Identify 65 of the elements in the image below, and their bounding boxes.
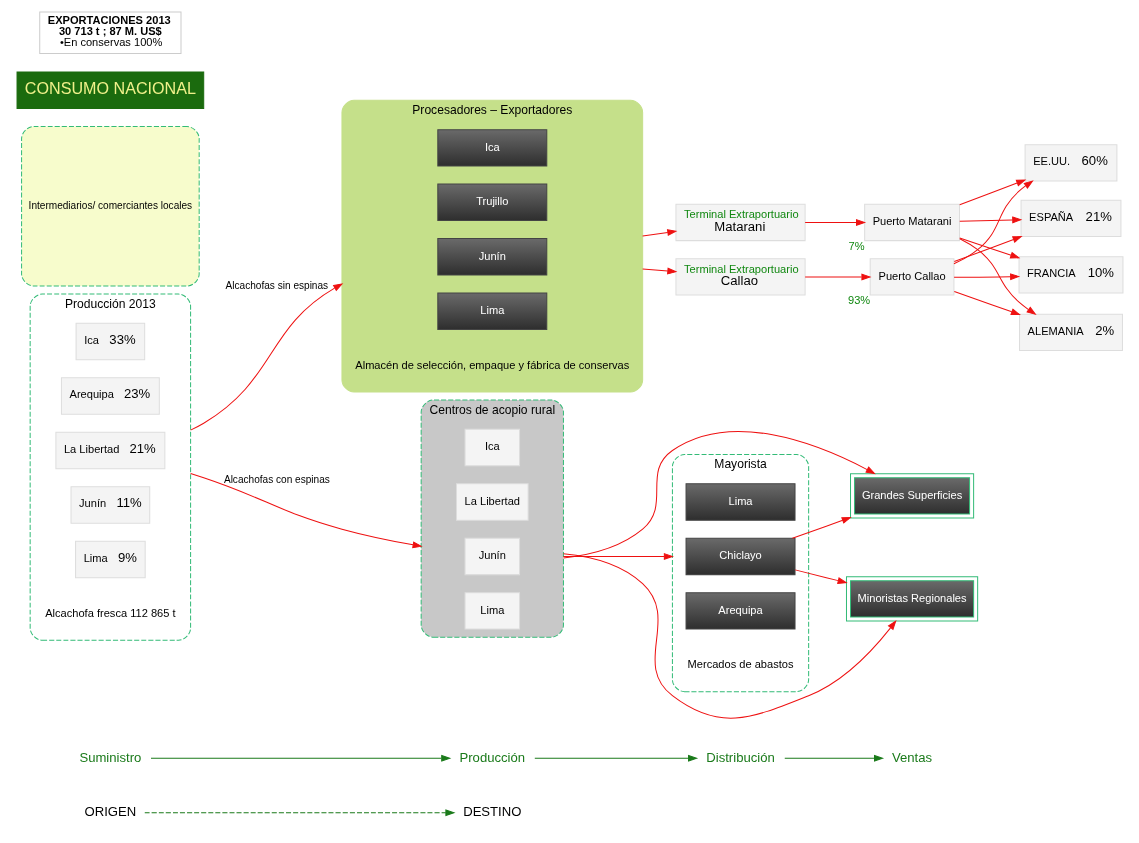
node-box: ALEMANIA 2% bbox=[1018, 313, 1123, 352]
node-text: Suministro bbox=[78, 749, 141, 765]
arrow bbox=[533, 754, 698, 762]
arrow bbox=[958, 179, 1026, 206]
node-box: Grandes Superficies bbox=[849, 473, 974, 519]
arrow bbox=[562, 553, 897, 719]
edge-label: Alcachofas con espinas bbox=[223, 473, 330, 485]
node-box: Junín bbox=[464, 537, 520, 576]
node-box: Trujillo bbox=[436, 183, 547, 221]
node-box: Lima bbox=[685, 483, 796, 521]
node-label: Mercados de abastos bbox=[687, 658, 793, 671]
node-text: Producción bbox=[459, 749, 525, 765]
node-text: Distribución bbox=[705, 749, 775, 765]
node-box: Junín 11% bbox=[70, 486, 150, 524]
node-box: Puerto Matarani bbox=[863, 203, 960, 242]
node-box: EE.UU. 60% bbox=[1024, 144, 1117, 182]
arrow bbox=[791, 517, 852, 539]
edge-label: Alcachofas sin espinas bbox=[225, 280, 328, 292]
node-box: Lima bbox=[464, 592, 520, 630]
node-box: Ica bbox=[464, 428, 520, 467]
node-box: Terminal Extraportuario Callao bbox=[674, 258, 806, 296]
node-text: DESTINO bbox=[462, 804, 521, 820]
node-box: Arequipa bbox=[685, 592, 796, 630]
arrow bbox=[149, 754, 451, 762]
node-box: FRANCIA 10% bbox=[1018, 256, 1123, 294]
arrow bbox=[958, 238, 1037, 316]
arrow bbox=[952, 180, 1034, 265]
arrow bbox=[562, 431, 876, 559]
node-text: Ventas bbox=[891, 749, 932, 765]
arrow bbox=[641, 267, 677, 275]
node-box: Chiclayo bbox=[685, 537, 796, 576]
node-box: ESPAÑA 21% bbox=[1020, 199, 1121, 238]
arrow bbox=[143, 809, 455, 817]
node-box: Ica 33% bbox=[75, 322, 145, 361]
node-box: Intermediarios/ comerciantes locales bbox=[20, 126, 200, 287]
arrow bbox=[958, 237, 1020, 259]
arrow bbox=[804, 273, 871, 281]
node-box: Junín bbox=[436, 238, 547, 276]
arrow bbox=[794, 569, 848, 584]
node-box: Lima bbox=[436, 292, 547, 330]
node-label: 7% bbox=[848, 239, 865, 252]
node-box: Puerto Callao bbox=[869, 258, 954, 296]
node-box: Terminal Extraportuario Matarani bbox=[674, 203, 806, 242]
node-label: Alcachofa fresca 112 865 t bbox=[44, 606, 176, 619]
node-label: 93% bbox=[847, 294, 870, 306]
node-box: Lima 9% bbox=[74, 540, 146, 579]
arrow bbox=[804, 218, 866, 226]
node-box: La Libertad bbox=[455, 483, 529, 521]
node-box: Arequipa 23% bbox=[60, 377, 160, 415]
arrow bbox=[189, 283, 343, 431]
node-label: Almacén de selección, empaque y fábrica de conservas bbox=[354, 358, 629, 371]
arrow bbox=[958, 216, 1022, 224]
node-box: La Libertad 21% bbox=[54, 431, 165, 470]
node-box: Minoristas Regionales bbox=[845, 576, 978, 622]
arrow bbox=[953, 236, 1023, 263]
arrow bbox=[562, 552, 674, 560]
node-text: ORIGEN bbox=[84, 804, 136, 820]
node-box: CONSUMO NACIONAL bbox=[16, 71, 204, 109]
arrow bbox=[783, 754, 884, 762]
node-box: Ica bbox=[436, 129, 547, 167]
node-box: EXPORTACIONES 2013 30 713 t ; 87 M. US$ •En conservas 100% bbox=[38, 11, 181, 54]
arrow bbox=[953, 273, 1020, 281]
arrow bbox=[189, 473, 423, 549]
arrow bbox=[641, 229, 677, 237]
arrow bbox=[953, 291, 1021, 316]
